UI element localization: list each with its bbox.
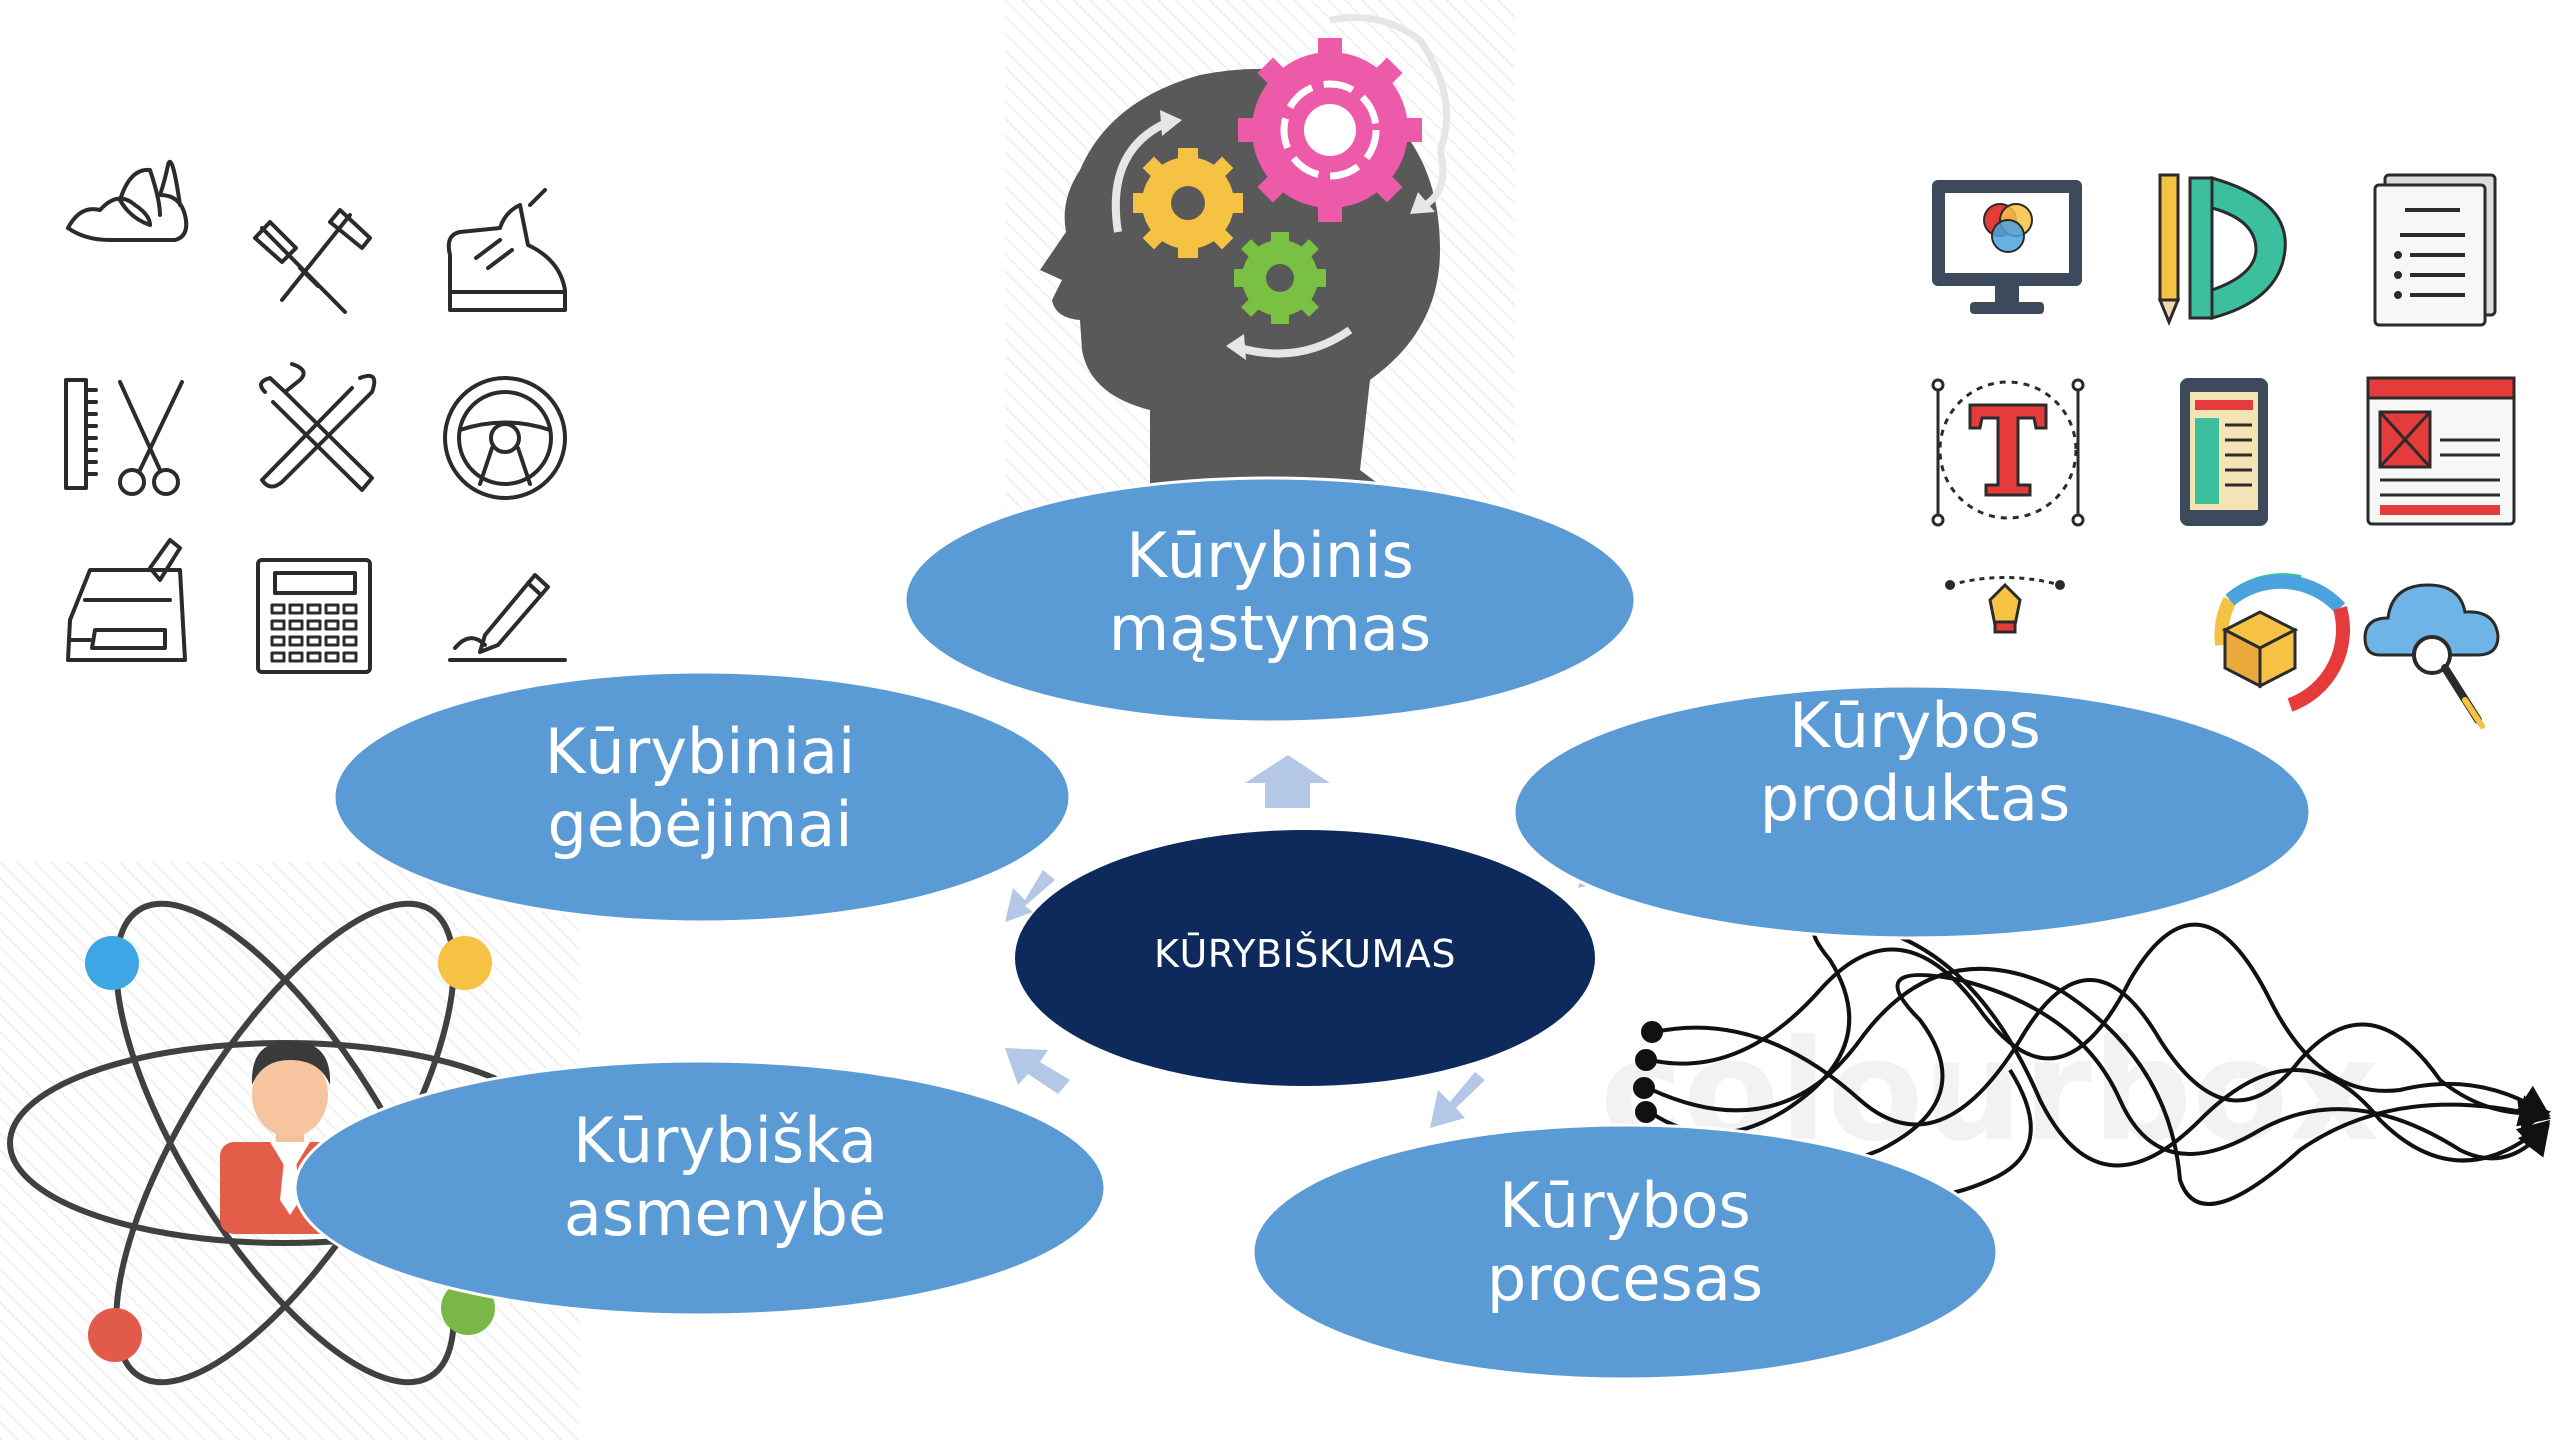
pen-tool-icon [1945, 576, 2065, 634]
node-produktas-shape [1512, 684, 2312, 940]
comb-scissors-icon [64, 378, 184, 496]
node-gebejimai-line1: Kūrybiniai [544, 715, 856, 788]
product-icon-grid [1931, 173, 2516, 729]
web-wireframe-icon [2366, 376, 2516, 526]
node-mastymas-shape [903, 476, 1637, 724]
node-gebejimai-line2: gebėjimai [547, 787, 853, 861]
shoe-icon [446, 188, 567, 312]
node-produktas-label: Kūrybos produktas [1645, 689, 2185, 835]
center-node-shape [1015, 830, 1595, 1086]
skills-icon-grid [64, 159, 567, 674]
document-list-icon [2373, 173, 2497, 327]
node-mastymas-line2: mąstymas [1108, 591, 1432, 665]
yellow-gear-icon [1133, 148, 1243, 258]
node-asmenybe-line1: Kūrybiška [573, 1104, 877, 1177]
node-produktas-line2: produktas [1759, 761, 2071, 835]
node-mastymas-label: Kūrybinis mąstymas [1000, 519, 1540, 665]
pencil-ruler-icon [2157, 173, 2287, 326]
node-mastymas-line1: Kūrybinis [1126, 519, 1414, 592]
muscle-arm-icon [66, 159, 189, 242]
arrow-to-mastymas [1245, 755, 1330, 808]
saw-hammer-icon [253, 208, 372, 314]
calculator-icon [256, 558, 372, 674]
node-procesas-shape [1251, 1123, 1999, 1381]
text-tool-icon [1931, 378, 2085, 527]
node-produktas-line1: Kūrybos [1789, 689, 2041, 762]
tablet-layout-icon [2180, 378, 2268, 526]
monitor-color-icon [1932, 180, 2082, 314]
wrench-pipe-icon [259, 362, 377, 492]
cloud-search-icon [2363, 583, 2500, 729]
head-gears-icon [1040, 14, 1451, 500]
drawing-tablet-icon [66, 538, 187, 662]
pen-signature-icon [448, 573, 567, 662]
arrow-to-asmenybe [1005, 1048, 1070, 1094]
steering-wheel-icon [443, 376, 567, 500]
arrow-to-procesas [1430, 1072, 1485, 1128]
green-gear-icon [1234, 232, 1326, 324]
node-procesas-line1: Kūrybos [1499, 1169, 1751, 1242]
node-gebejimai-label: Kūrybiniai gebėjimai [430, 715, 970, 861]
node-asmenybe-line2: asmenybė [563, 1176, 887, 1250]
pink-gear-icon [1238, 38, 1422, 222]
node-procesas-line2: procesas [1486, 1241, 1764, 1315]
color-box-icon [2214, 573, 2350, 712]
node-asmenybe-label: Kūrybiška asmenybė [455, 1104, 995, 1250]
center-node-label: KŪRYBIŠKUMAS [1154, 932, 1456, 976]
node-asmenybe-shape [293, 1059, 1107, 1317]
arrow-to-gebejimai [1005, 870, 1055, 922]
node-procesas-label: Kūrybos procesas [1355, 1169, 1895, 1315]
node-gebejimai-shape [332, 670, 1072, 924]
